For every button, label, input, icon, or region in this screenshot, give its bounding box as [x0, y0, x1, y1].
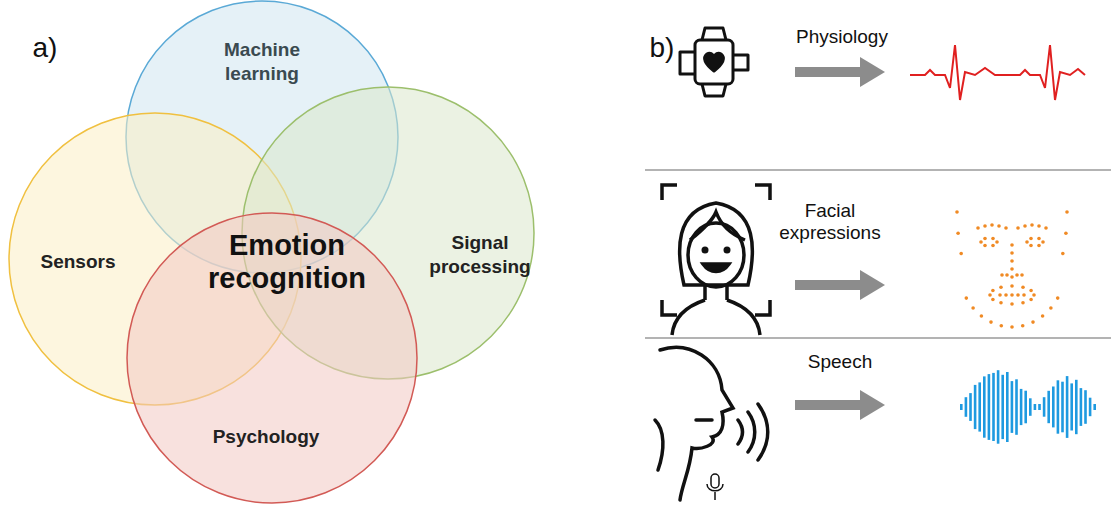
panel-label: b): [637, 32, 687, 64]
panel-label: a): [20, 32, 70, 64]
divider: [645, 337, 1111, 339]
center-title: Emotion recognition: [182, 229, 392, 296]
speech-waveform: [960, 370, 1096, 444]
modality-label: Facial expressions: [775, 200, 885, 244]
circle-label: Sensors: [28, 250, 128, 274]
circle-label: Psychology: [196, 425, 336, 449]
circle-label: Signal processing: [425, 231, 535, 279]
modality-label: Speech: [790, 351, 890, 373]
microphone-icon: [707, 474, 723, 500]
ecg-signal: [910, 45, 1085, 100]
head-icon: [655, 347, 768, 500]
watch-icon: [680, 28, 748, 96]
divider: [645, 169, 1111, 171]
face-icon: [662, 185, 770, 335]
facial-landmarks: [955, 210, 1069, 329]
circle-label: Machine learning: [202, 38, 322, 86]
modality-label: Physiology: [777, 26, 907, 48]
